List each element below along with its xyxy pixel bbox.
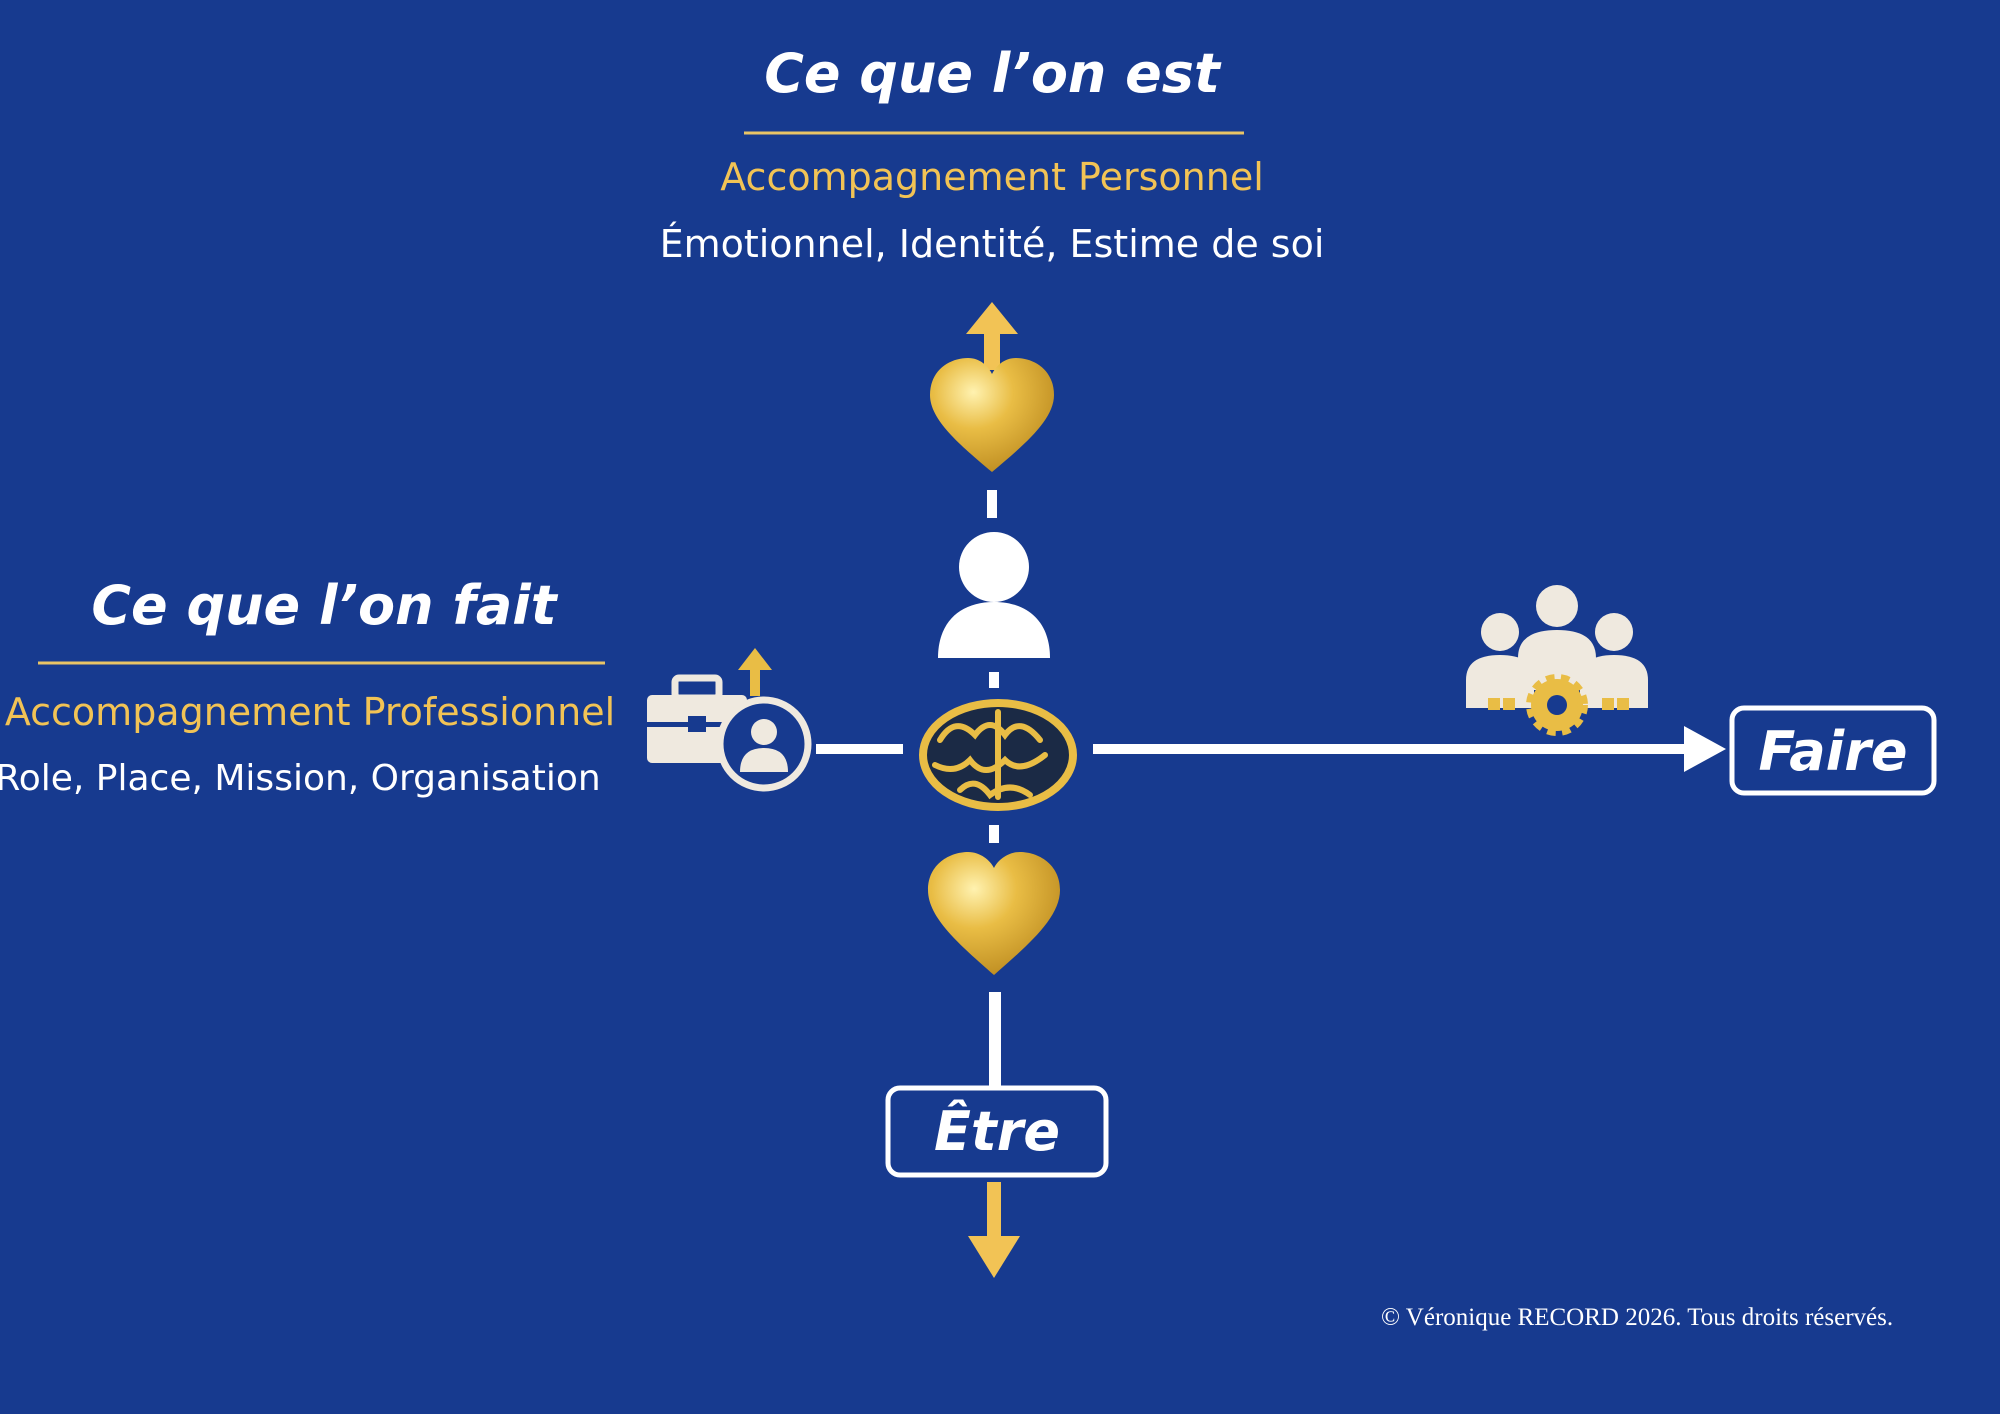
- faire-label: Faire: [1759, 720, 1908, 783]
- top-title: Ce que l’on est: [764, 42, 1222, 105]
- heart-icon-bottom: [928, 852, 1060, 975]
- horizontal-axis-left: [816, 744, 903, 754]
- copyright-text: © Véronique RECORD 2026. Tous droits rés…: [1381, 1304, 1893, 1331]
- heart-icon-top: [930, 358, 1054, 472]
- axis-dash: [989, 675, 999, 685]
- brain-icon: [919, 699, 1077, 811]
- top-details: Émotionnel, Identité, Estime de soi: [660, 222, 1325, 266]
- faire-box: Faire: [1729, 705, 1937, 796]
- person-icon: [938, 532, 1050, 658]
- vertical-axis-bottom: [989, 992, 1001, 1088]
- briefcase-career-icon: [647, 648, 812, 792]
- left-title: Ce que l’on fait: [91, 574, 558, 637]
- left-details: Role, Place, Mission, Organisation: [0, 758, 601, 799]
- up-arrow-icon: [966, 302, 1018, 370]
- left-subtitle: Accompagnement Professionnel: [5, 690, 615, 734]
- team-gear-icon: [1466, 585, 1648, 736]
- horizontal-axis-right: [1093, 744, 1693, 754]
- down-arrow-icon: [968, 1182, 1020, 1278]
- etre-label: Être: [934, 1100, 1060, 1163]
- top-subtitle: Accompagnement Personnel: [720, 155, 1264, 199]
- right-arrow-icon: [1684, 726, 1726, 772]
- etre-box: Être: [885, 1085, 1109, 1178]
